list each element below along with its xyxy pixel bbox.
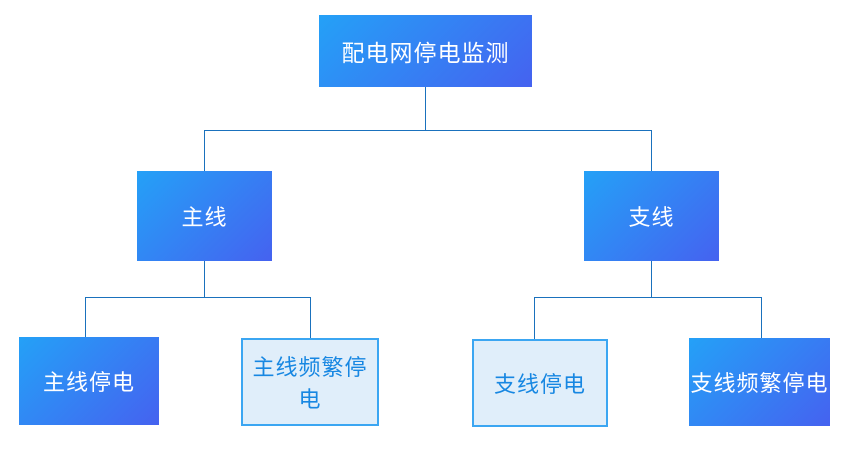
- node-branch-line-frequent-outage[interactable]: 支线频繁停电: [689, 338, 830, 426]
- connector-main-line-vertical: [204, 261, 205, 297]
- node-branch-line-frequent-outage-label: 支线频繁停电: [690, 371, 829, 396]
- connector-branch-children-horizontal: [534, 297, 762, 298]
- connector-drop-branch-line: [651, 130, 652, 171]
- connector-level1-horizontal: [204, 130, 652, 131]
- connector-drop-main-line-outage: [85, 297, 86, 337]
- connector-main-children-horizontal: [85, 297, 311, 298]
- node-main-line-label: 主线: [181, 205, 228, 230]
- node-root-outage-monitoring[interactable]: 配电网停电监测: [319, 15, 532, 87]
- node-main-line-outage-label: 主线停电: [42, 370, 135, 395]
- node-main-line-frequent-outage[interactable]: 主线频繁停电: [241, 338, 379, 426]
- node-branch-line[interactable]: 支线: [584, 171, 719, 261]
- node-main-line-outage[interactable]: 主线停电: [19, 337, 159, 425]
- node-root-label: 配电网停电监测: [341, 40, 510, 66]
- connector-drop-branch-line-outage: [534, 297, 535, 339]
- node-main-line[interactable]: 主线: [137, 171, 272, 261]
- node-branch-line-label: 支线: [628, 205, 675, 230]
- node-main-line-frequent-outage-label: 主线频繁停电: [252, 355, 368, 412]
- connector-root-vertical: [425, 87, 426, 130]
- connector-drop-main-line-frequent-outage: [310, 297, 311, 338]
- node-branch-line-outage[interactable]: 支线停电: [472, 339, 608, 427]
- connector-drop-branch-line-frequent-outage: [761, 297, 762, 338]
- connector-branch-line-vertical: [651, 261, 652, 297]
- node-branch-line-outage-label: 支线停电: [493, 372, 586, 397]
- connector-drop-main-line: [204, 130, 205, 171]
